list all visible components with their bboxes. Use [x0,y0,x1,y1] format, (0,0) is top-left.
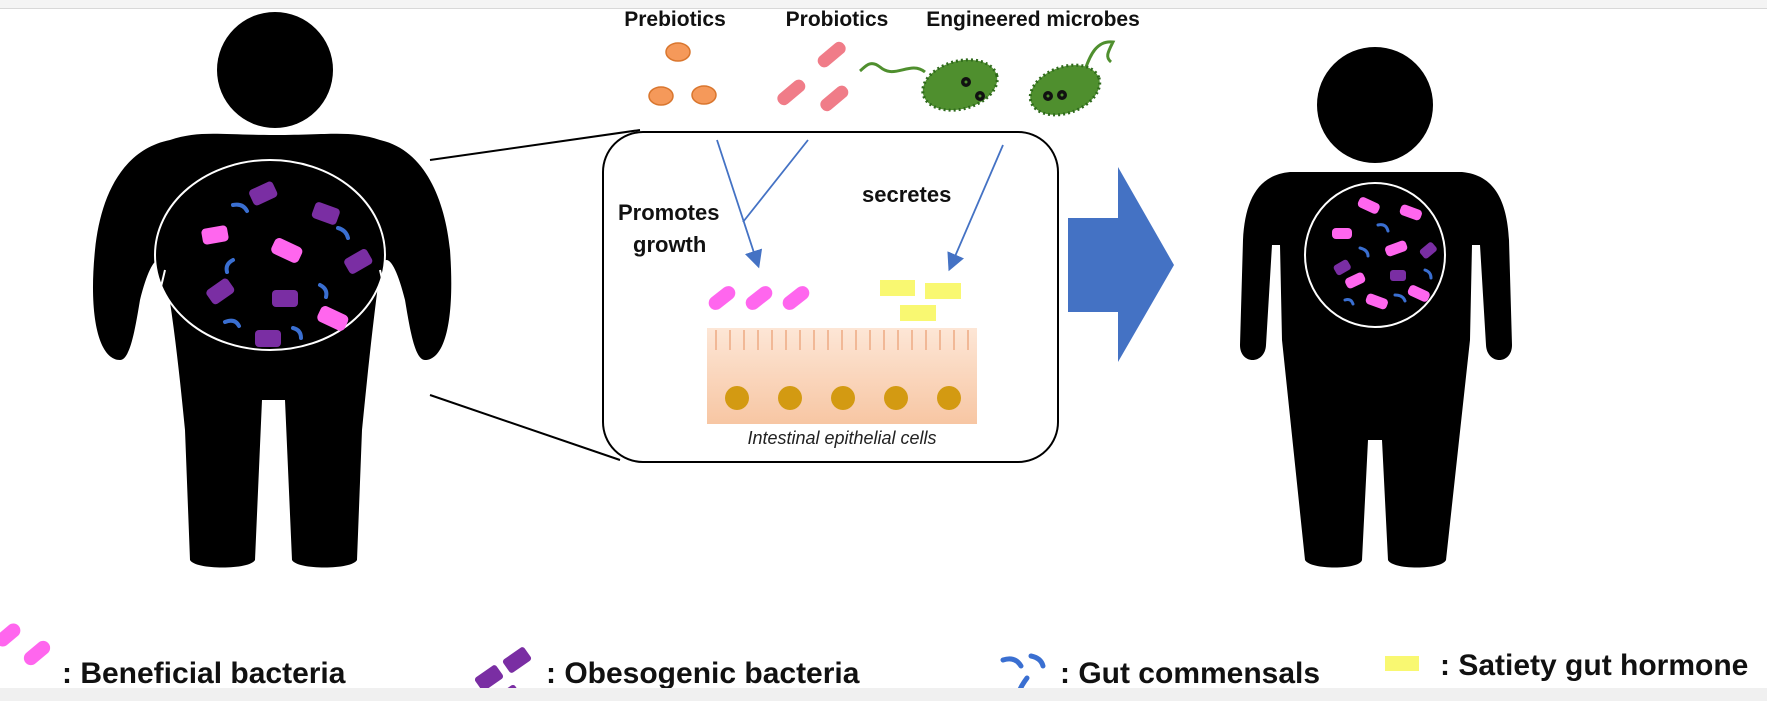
commensal-bacterium [1423,268,1433,280]
engineered-microbe [1028,40,1116,117]
commensal-bacterium [291,326,303,340]
obesogenic-bacterium [1333,259,1351,276]
legend-beneficial-label: : Beneficial bacteria [62,657,346,690]
lean-person-figure [1240,47,1512,568]
beneficial-bacterium [1365,293,1388,310]
satiety-hormone [925,283,961,299]
obese-gut-microbiota [201,181,373,347]
legend-satiety-label: : Satiety gut hormone [1440,649,1748,682]
beneficial-bacterium [1345,272,1366,289]
lean-gut-microbiota [1332,197,1437,310]
zoom-line-bottom [429,394,621,461]
commensal-bacterium [336,226,350,240]
prebiotic-particle [665,42,691,62]
microvilli [715,330,969,350]
satiety-hormone [900,305,936,321]
secretes-arrow [947,144,1004,272]
prebiotics-icon [648,42,717,106]
beneficial-bacterium [1407,285,1430,302]
prebiotic-particle [691,85,717,105]
commensal-bacterium [224,258,235,274]
label-intestinal-epithelial-cells: Intestinal epithelial cells [747,428,936,448]
obesogenic-bacterium [311,202,340,225]
probiotic-rod [777,79,806,106]
beneficial-bacterium [782,286,810,310]
obese-head [217,12,333,128]
lean-head [1317,47,1433,163]
legend-commensals-label: : Gut commensals [1060,657,1320,690]
inset-beneficial-bacteria [708,286,810,310]
nucleus [725,386,749,410]
label-promotes: Promotes [618,200,719,225]
label-growth: growth [633,232,706,257]
beneficial-bacterium [1332,228,1352,239]
prebiotic-arrow [716,139,763,269]
satiety-hormone [880,280,915,296]
top-edge [0,0,1767,9]
engineered-microbe [859,58,999,112]
probiotic-line [742,139,809,223]
obese-arm-gap-left [144,269,166,351]
nucleus [778,386,802,410]
beneficial-bacterium [271,238,303,263]
obesogenic-bacterium [344,249,373,274]
legend: : Beneficial bacteria : Obesogenic bacte… [0,623,1748,701]
label-prebiotics: Prebiotics [624,8,726,31]
prebiotic-particle [648,86,674,106]
commensal-bacterium [1393,293,1407,303]
cell-nuclei [725,386,961,410]
beneficial-bacterium [745,286,773,310]
obesogenic-bacterium [1390,270,1406,281]
commensal-bacterium [1358,246,1370,258]
beneficial-bacterium [708,286,736,310]
obesogenic-bacterium [1419,242,1437,259]
probiotic-rod [817,41,846,68]
beneficial-bacterium [1385,240,1408,257]
commensal-bacterium [223,318,241,328]
nucleus [884,386,908,410]
label-engineered-microbes: Engineered microbes [926,8,1140,31]
label-probiotics: Probiotics [786,8,889,31]
legend-beneficial-icon [0,623,51,666]
obesogenic-bacterium [272,290,298,307]
obese-arm-gap-right [379,269,401,351]
commensal-bacterium [1376,223,1390,233]
bottom-edge [0,688,1767,701]
probiotic-rod [820,85,849,112]
nucleus [831,386,855,410]
nucleus [937,386,961,410]
label-secretes: secretes [862,182,951,207]
commensal-bacterium [1343,298,1355,306]
commensal-bacterium [318,283,329,299]
inset-satiety-hormones [880,280,961,321]
obesogenic-bacterium [206,278,235,305]
intestinal-epithelium [707,328,977,424]
legend-obesogenic-label: : Obesogenic bacteria [546,657,860,690]
transition-arrow [1068,167,1174,362]
zoom-line-top [429,129,641,161]
obesogenic-bacterium [249,181,278,206]
commensal-bacterium [231,202,249,213]
legend-hormone-icon [1385,656,1419,671]
beneficial-bacterium [201,225,229,245]
legend-commensal-icon [1000,653,1046,695]
probiotics-icon [777,41,849,112]
beneficial-bacterium [1357,197,1380,214]
obese-person-figure [92,12,452,568]
beneficial-bacterium [317,306,349,331]
beneficial-bacterium [1399,204,1422,221]
obesogenic-bacterium [255,330,281,347]
